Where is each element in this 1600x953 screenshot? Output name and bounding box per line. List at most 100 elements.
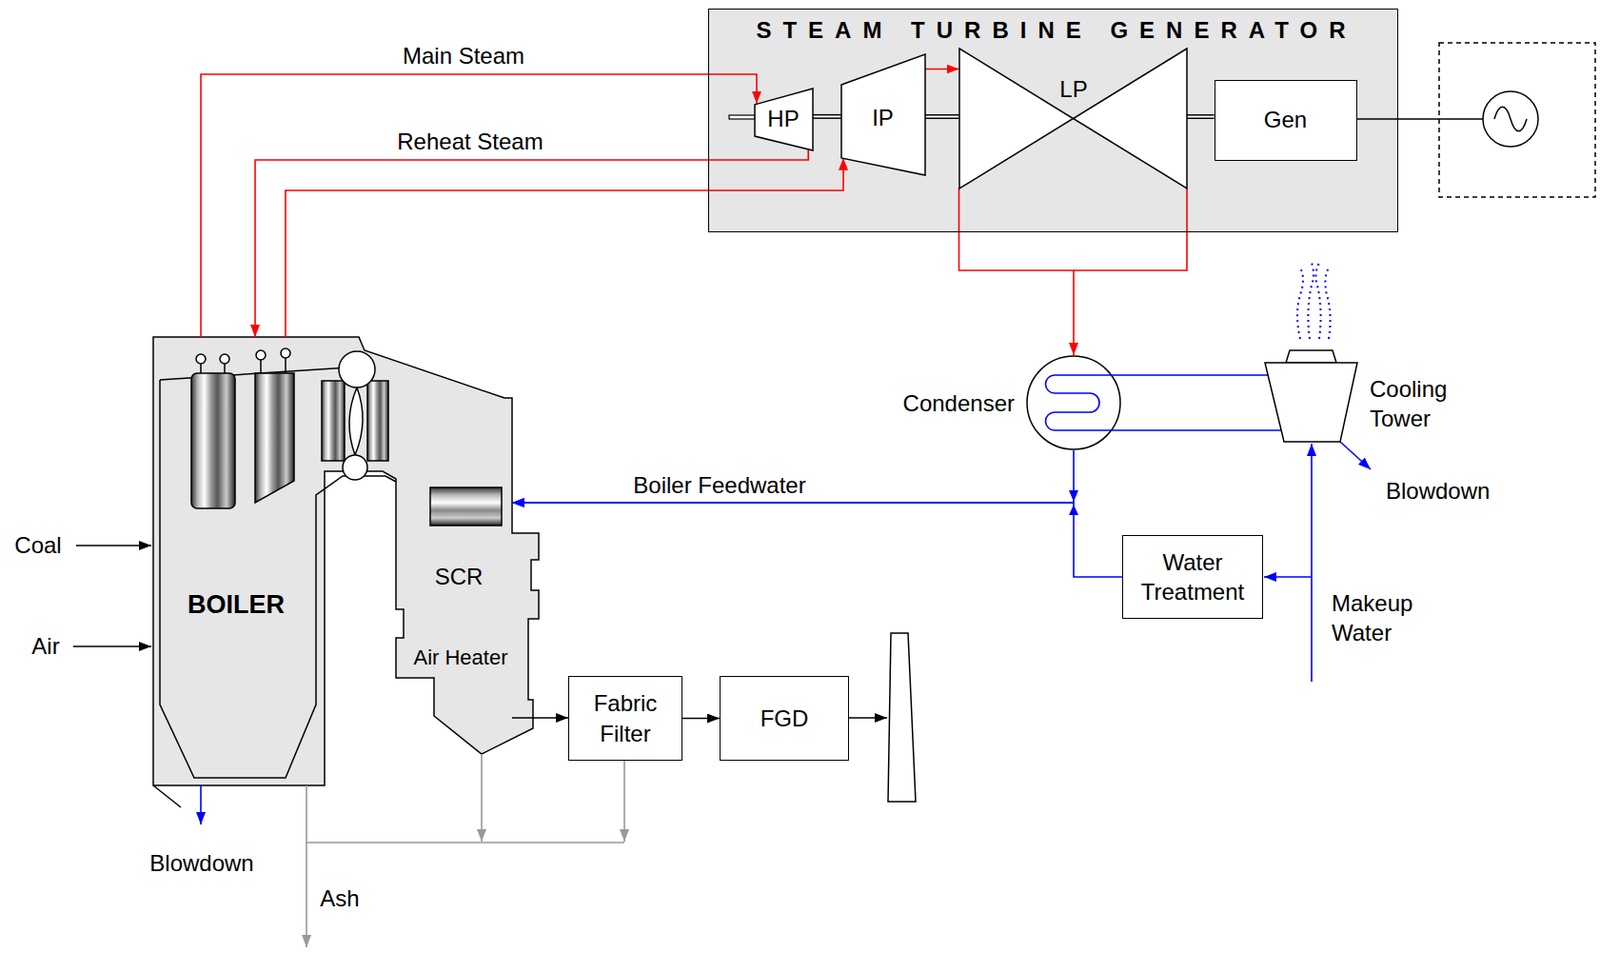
shaft-stub [729, 115, 755, 119]
flow-label: Coal [14, 530, 61, 560]
header-circle [219, 354, 230, 364]
grid-box [1439, 42, 1596, 198]
ash-line [480, 753, 483, 842]
fgd-box-label: FGD [760, 703, 810, 733]
boiler-backpass-label: SCR [434, 561, 484, 592]
air-arrow [73, 645, 152, 648]
turbine-shaft [925, 116, 960, 118]
cooling-water-line [1121, 430, 1282, 432]
boiler-furnace: BOILER [153, 336, 325, 786]
header-circle [280, 348, 291, 358]
cooling-water-line-path [1121, 429, 1282, 432]
blowdown-arrow [199, 785, 202, 825]
cold-reheat-line-path [255, 148, 809, 337]
header-circle [256, 350, 266, 360]
feedwater-line [512, 450, 1074, 503]
crossover-steam-line [925, 68, 960, 70]
lp-turbine: LP [959, 48, 1187, 189]
turbine-shaft [1186, 116, 1215, 118]
generating-bank [321, 380, 345, 461]
flow-label: Air [31, 631, 60, 661]
condenser-coil [1046, 375, 1123, 431]
exhaust-branch [1073, 188, 1187, 271]
header-circle [196, 354, 206, 364]
cooling-tower-label: Cooling Tower [1369, 374, 1461, 434]
header-pipe [200, 357, 286, 374]
shaft-core [812, 115, 842, 118]
boiler-backpass-label: Air Heater [413, 644, 508, 672]
stream-label: Main Steam [402, 40, 525, 71]
shaft-core [925, 116, 960, 119]
shaft-outline [1186, 114, 1215, 119]
stack [888, 632, 916, 802]
lp-turbine-outline [959, 48, 1187, 189]
hp-turbine: HP [754, 88, 813, 151]
flue-gas-line-path [512, 716, 569, 719]
turbine-generator-band: STEAM TURBINE GENERATORHPIPLPGen [708, 8, 1399, 233]
mud-drum [342, 454, 368, 480]
turbine-shaft [812, 116, 842, 118]
flow-label: Ash [319, 883, 359, 913]
turbine-band-fill [708, 8, 1399, 233]
ash-line [623, 760, 626, 842]
grid-line [1357, 118, 1483, 120]
turbine-casing [841, 54, 926, 176]
turbine-casing [1072, 48, 1187, 189]
superheater-bank [191, 373, 236, 509]
plume [1324, 267, 1330, 339]
stream-label: Boiler Feedwater [632, 470, 806, 500]
fabric-filter-box: Fabric Filter [568, 675, 683, 761]
flow-label: Blowdown [1385, 475, 1490, 506]
water-treatment-box-label: Water Treatment [1133, 547, 1253, 607]
tower-fan-stack [1285, 350, 1337, 363]
tower-blowdown [1340, 441, 1371, 470]
plume [1315, 262, 1321, 339]
boiler-backpass: SCR Air Heater [395, 471, 513, 754]
cooling-tower: Cooling Tower [1264, 344, 1358, 442]
plume [1307, 262, 1314, 339]
shaft-outline [812, 114, 842, 119]
condenser: Condenser [1026, 355, 1122, 451]
makeup-line [1310, 443, 1313, 682]
hot-reheat-line-path [285, 158, 844, 337]
treated-water-line-path [512, 502, 1123, 577]
flue-gas-line-path [682, 717, 720, 720]
sine-symbol [1494, 106, 1527, 132]
fabric-filter-box-label: Fabric Filter [577, 688, 673, 748]
shaft-core [1186, 116, 1215, 119]
flue-gas-line [682, 717, 720, 719]
flow-label: Blowdown [149, 848, 254, 878]
ash-line [305, 785, 308, 948]
exhaust-steam-line [959, 188, 1075, 356]
flow-label: Makeup Water [1331, 588, 1427, 648]
ac-source [1482, 91, 1539, 147]
condenser-outline [1026, 355, 1122, 451]
stack-arrow [849, 716, 888, 719]
cooling-water-line [1121, 375, 1268, 376]
lp-turbine-label: LP [1059, 74, 1087, 104]
tower-body [1264, 362, 1358, 442]
boiler-housing [153, 336, 539, 786]
ip-turbine: IP [841, 54, 926, 176]
turbine-casing [754, 88, 813, 151]
fgd-box: FGD [719, 675, 850, 761]
condenser-label: Condenser [903, 388, 1015, 418]
exhaust-steam-line-path [959, 188, 1075, 356]
cooling-tower-outline [1264, 344, 1358, 442]
plume [1297, 267, 1304, 339]
treated-water-line [512, 502, 1123, 577]
flue-gas-line [512, 716, 569, 718]
cooling-water-line-path [1121, 374, 1268, 376]
shaft-outline [925, 114, 960, 119]
reheater-bank [255, 373, 295, 503]
furnace-roof [159, 367, 349, 380]
generating-bank [367, 380, 389, 461]
turbine-casing [959, 48, 1074, 189]
steam-drum [338, 351, 376, 388]
economizer [430, 487, 502, 526]
main-steam-line [200, 74, 757, 337]
condenser-shell [1027, 355, 1121, 450]
generator-box-label: Gen [1264, 104, 1307, 135]
ip-turbine-label: IP [871, 102, 894, 133]
